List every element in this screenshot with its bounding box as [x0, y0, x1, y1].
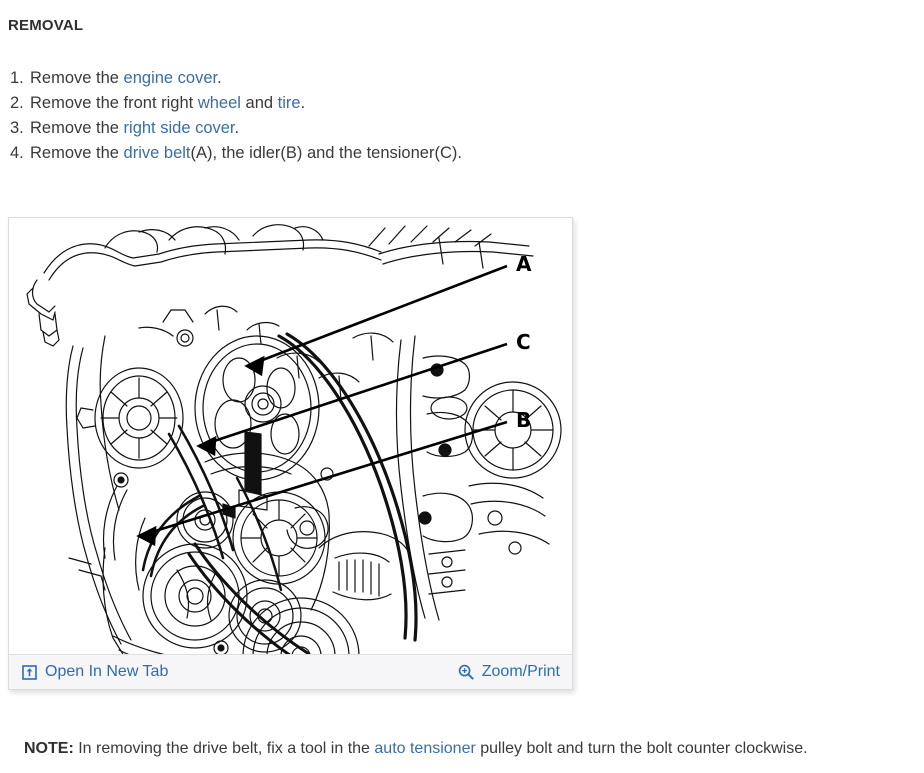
- link-drive-belt[interactable]: drive belt: [123, 144, 191, 162]
- callout-label-a: A: [516, 252, 532, 276]
- list-item: 2. Remove the front right wheel and tire.: [10, 91, 710, 116]
- callout-label-c: C: [516, 330, 531, 354]
- list-item: 3. Remove the right side cover.: [10, 116, 710, 141]
- link-right-side-cover[interactable]: right side cover: [123, 119, 235, 137]
- list-item: 4. Remove the drive belt(A), the idler(B)…: [10, 141, 710, 166]
- procedure-list: 1. Remove the engine cover. 2. Remove the …: [10, 66, 710, 166]
- callout-label-b: B: [516, 408, 532, 432]
- page-title: REMOVAL: [8, 17, 84, 34]
- step-number: 3.: [10, 119, 24, 137]
- callout-leader-lines: [136, 264, 508, 547]
- link-wheel[interactable]: wheel: [197, 94, 241, 112]
- step-text-before: Remove the: [30, 119, 124, 137]
- note-prefix: NOTE:: [24, 740, 74, 757]
- link-tire[interactable]: tire: [277, 94, 301, 112]
- step-text-mid: .: [234, 119, 240, 137]
- step-text-mid: .: [217, 69, 222, 87]
- step-number: 1.: [10, 69, 24, 87]
- magnifier-plus-icon: [458, 664, 475, 681]
- step-text-mid: (A), the idler(B) and the tensioner(C).: [190, 144, 462, 162]
- open-in-new-tab-icon: [21, 664, 38, 681]
- figure-image[interactable]: A C B: [9, 218, 572, 656]
- step-number: 2.: [10, 94, 24, 112]
- open-in-new-tab-button[interactable]: Open In New Tab: [21, 663, 168, 681]
- link-engine-cover[interactable]: engine cover: [123, 69, 218, 87]
- step-text-before: Remove the: [30, 69, 124, 87]
- zoom-print-label: Zoom/Print: [481, 663, 560, 680]
- step-text-after: .: [300, 94, 306, 112]
- open-in-new-tab-label: Open In New Tab: [45, 663, 169, 680]
- note-text-after: pulley bolt and turn the bolt counter cl…: [475, 740, 808, 757]
- step-text-before: Remove the: [30, 144, 124, 162]
- engine-diagram: [9, 218, 572, 656]
- step-text-before: Remove the front right: [30, 94, 198, 112]
- step-text-mid: and: [240, 94, 278, 112]
- zoom-print-button[interactable]: Zoom/Print: [458, 663, 560, 681]
- note-line: NOTE: In removing the drive belt, fix a …: [24, 738, 808, 760]
- list-item: 1. Remove the engine cover.: [10, 66, 710, 91]
- link-auto-tensioner[interactable]: auto tensioner: [374, 740, 476, 757]
- figure-toolbar: Open In New Tab Zoom/Print: [9, 654, 572, 689]
- note-text-before: In removing the drive belt, fix a tool i…: [73, 740, 375, 757]
- step-number: 4.: [10, 144, 24, 162]
- figure-container: A C B Open In New Tab: [8, 217, 573, 690]
